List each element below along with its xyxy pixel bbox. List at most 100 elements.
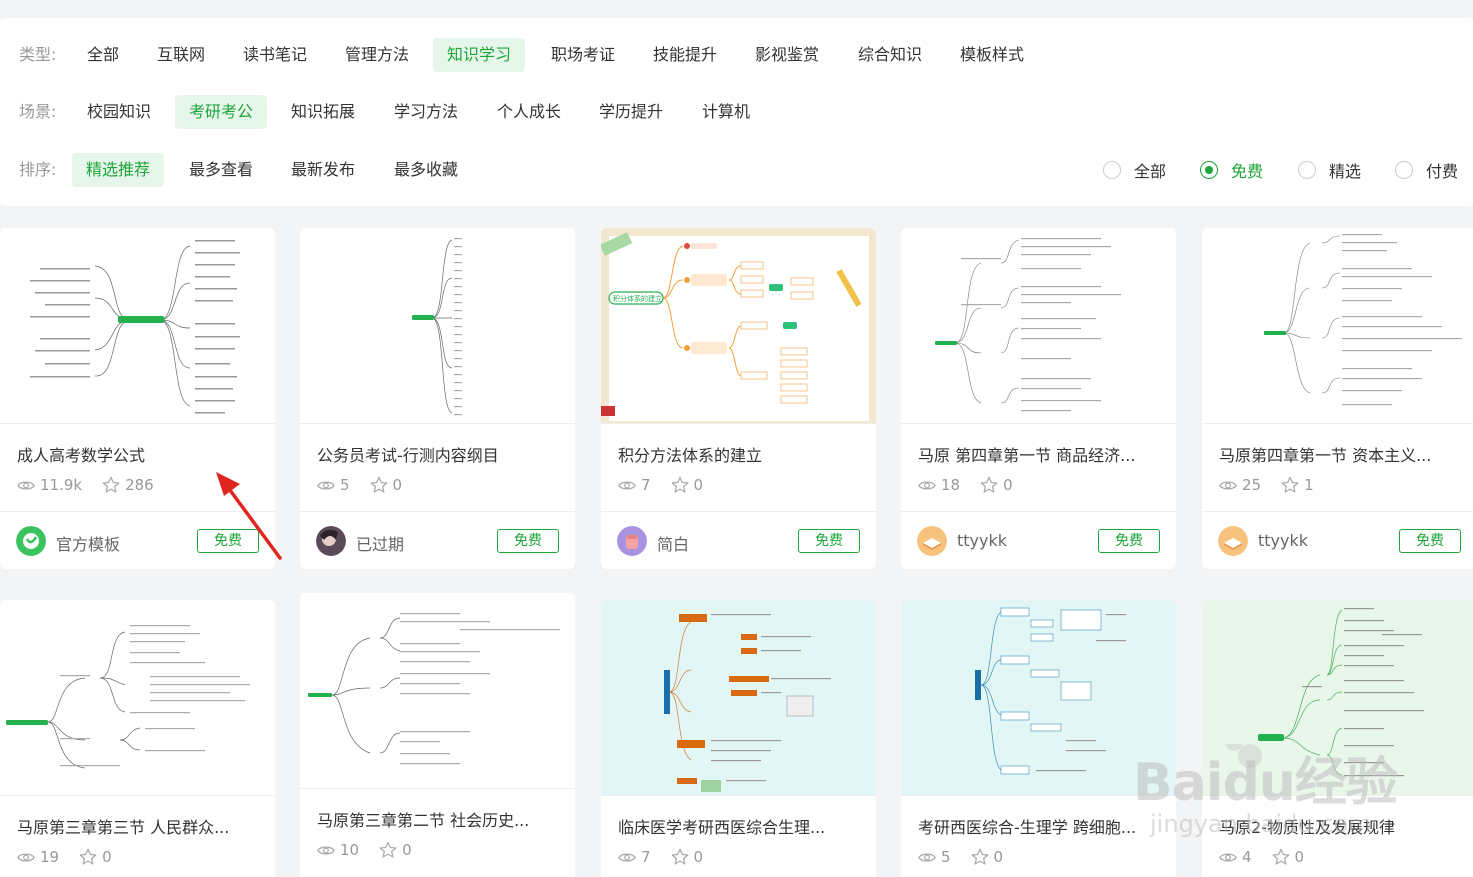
type-option-reading-notes[interactable]: 读书笔记 [243, 45, 308, 64]
mindmap-thumbnail [1202, 228, 1473, 424]
card-stats: 7 0 [618, 475, 723, 495]
official-template-logo-icon [16, 526, 46, 556]
free-badge: 免费 [197, 529, 259, 553]
star-icon [671, 476, 689, 494]
scene-option-method[interactable]: 学习方法 [394, 102, 459, 121]
template-card[interactable]: 积分体系的建立 积分方法体系的建立 7 0 简白 免费 [601, 228, 876, 569]
card-footer: 官方模板 免费 [0, 511, 275, 569]
template-card[interactable]: 考研西医综合-生理学 跨细胞... 5 0 [901, 600, 1176, 877]
card-title[interactable]: 马原 第四章第一节 商品经济... [918, 446, 1136, 465]
star-count: 0 [379, 841, 412, 859]
eye-icon [618, 851, 636, 864]
template-card[interactable]: 公务员考试-行测内容纲目 5 0 已过期 免费 [300, 228, 575, 569]
type-option-general[interactable]: 综合知识 [858, 45, 923, 64]
type-option-all[interactable]: 全部 [87, 45, 120, 64]
scene-option-campus[interactable]: 校园知识 [87, 102, 152, 121]
mindmap-thumbnail [1202, 600, 1473, 796]
radio-circle-icon [1103, 161, 1121, 179]
mindmap-thumbnail [901, 600, 1176, 796]
star-icon [79, 848, 97, 866]
mindmap-thumbnail [901, 228, 1176, 424]
free-badge: 免费 [1399, 529, 1461, 553]
type-option-template-style[interactable]: 模板样式 [960, 45, 1025, 64]
star-icon [980, 476, 998, 494]
author-name[interactable]: 简白 [657, 535, 690, 554]
template-card[interactable]: 马原2-物质性及发展规律 4 0 [1202, 600, 1473, 877]
sort-option-featured[interactable]: 精选推荐 [72, 153, 165, 187]
card-stats: 10 0 [317, 840, 432, 860]
type-option-internet[interactable]: 互联网 [157, 45, 206, 64]
template-card[interactable]: 马原第四章第一节 资本主义... 25 1 ttyykk 免费 [1202, 228, 1473, 569]
author-name[interactable]: 官方模板 [56, 535, 121, 554]
price-radio-featured[interactable]: 精选 [1298, 153, 1361, 187]
star-count: 0 [671, 848, 703, 866]
star-icon [379, 841, 397, 859]
mindmap-thumbnail [601, 600, 876, 796]
star-count: 0 [79, 848, 112, 866]
card-title[interactable]: 积分方法体系的建立 [618, 446, 763, 465]
star-count: 0 [671, 476, 703, 494]
template-card[interactable]: 马原第三章第二节 社会历史... 10 0 [300, 593, 575, 877]
star-icon [370, 476, 388, 494]
card-title[interactable]: 公务员考试-行测内容纲目 [317, 446, 499, 465]
card-stats: 19 0 [17, 847, 132, 867]
mindmap-thumbnail: 积分体系的建立 [601, 228, 876, 424]
view-count: 5 [918, 848, 951, 866]
sort-option-newest[interactable]: 最新发布 [291, 160, 356, 179]
eye-icon [1219, 479, 1237, 492]
eye-icon [317, 479, 335, 492]
price-radio-paid[interactable]: 付费 [1395, 153, 1458, 187]
author-name[interactable]: 已过期 [356, 535, 405, 554]
view-count: 5 [317, 476, 350, 494]
type-option-workplace-cert[interactable]: 职场考证 [551, 45, 616, 64]
card-footer: 已过期 免费 [300, 511, 575, 569]
author-name[interactable]: ttyykk [957, 531, 1008, 550]
scene-option-degree[interactable]: 学历提升 [599, 102, 664, 121]
card-title[interactable]: 马原第三章第三节 人民群众... [17, 818, 230, 837]
star-count: 0 [971, 848, 1003, 866]
eye-icon [317, 844, 335, 857]
scene-option-exam[interactable]: 考研考公 [175, 95, 268, 129]
template-card[interactable]: 临床医学考研西医综合生理... 7 0 [601, 600, 876, 877]
type-option-film[interactable]: 影视鉴赏 [755, 45, 820, 64]
scene-option-computer[interactable]: 计算机 [702, 102, 751, 121]
template-card[interactable]: 成人高考数学公式 11.9k 286 官方模板 免费 [0, 228, 275, 569]
filter-panel: 类型: 全部 互联网 读书笔记 管理方法 知识学习 职场考证 技能提升 影视鉴赏… [0, 18, 1473, 206]
book-avatar-icon [917, 526, 947, 556]
card-title[interactable]: 马原第三章第二节 社会历史... [317, 811, 530, 830]
card-title[interactable]: 马原第四章第一节 资本主义... [1219, 446, 1432, 465]
card-footer: ttyykk 免费 [1202, 511, 1473, 569]
type-option-management[interactable]: 管理方法 [345, 45, 410, 64]
view-count: 10 [317, 841, 359, 859]
price-radio-all[interactable]: 全部 [1103, 153, 1166, 187]
sort-option-most-viewed[interactable]: 最多查看 [189, 160, 254, 179]
star-count: 0 [1272, 848, 1304, 866]
card-title[interactable]: 临床医学考研西医综合生理... [618, 818, 826, 837]
star-count: 0 [980, 476, 1013, 494]
price-radio-group: 全部 免费 精选 付费 [1103, 153, 1463, 187]
card-stats: 18 0 [918, 475, 1033, 495]
card-stats: 25 1 [1219, 475, 1334, 495]
card-title[interactable]: 成人高考数学公式 [17, 446, 146, 465]
view-count: 7 [618, 476, 651, 494]
scene-option-growth[interactable]: 个人成长 [497, 102, 562, 121]
sort-option-most-starred[interactable]: 最多收藏 [394, 160, 459, 179]
scene-option-expand[interactable]: 知识拓展 [291, 102, 356, 121]
price-radio-free[interactable]: 免费 [1200, 153, 1263, 187]
author-name[interactable]: ttyykk [1258, 531, 1309, 550]
card-title[interactable]: 马原2-物质性及发展规律 [1219, 818, 1395, 837]
template-card[interactable]: 马原第三章第三节 人民群众... 19 0 [0, 600, 275, 877]
radio-selected-icon [1200, 161, 1218, 179]
scene-filter-row: 场景: 校园知识 考研考公 知识拓展 学习方法 个人成长 学历提升 计算机 [0, 95, 1473, 129]
type-option-knowledge-learning[interactable]: 知识学习 [433, 38, 526, 72]
card-title[interactable]: 考研西医综合-生理学 跨细胞... [918, 818, 1137, 837]
template-card[interactable]: 马原 第四章第一节 商品经济... 18 0 ttyykk 免费 [901, 228, 1176, 569]
view-count: 25 [1219, 476, 1261, 494]
sort-filter-row: 排序: 精选推荐 最多查看 最新发布 最多收藏 全部 免费 精选 付费 [0, 153, 1473, 187]
type-option-skill-up[interactable]: 技能提升 [653, 45, 718, 64]
card-footer: ttyykk 免费 [901, 511, 1176, 569]
radio-circle-icon [1298, 161, 1316, 179]
thumb-root-label: 积分体系的建立 [613, 294, 662, 303]
scene-filter-label: 场景: [19, 102, 57, 121]
type-filter-label: 类型: [19, 45, 57, 64]
